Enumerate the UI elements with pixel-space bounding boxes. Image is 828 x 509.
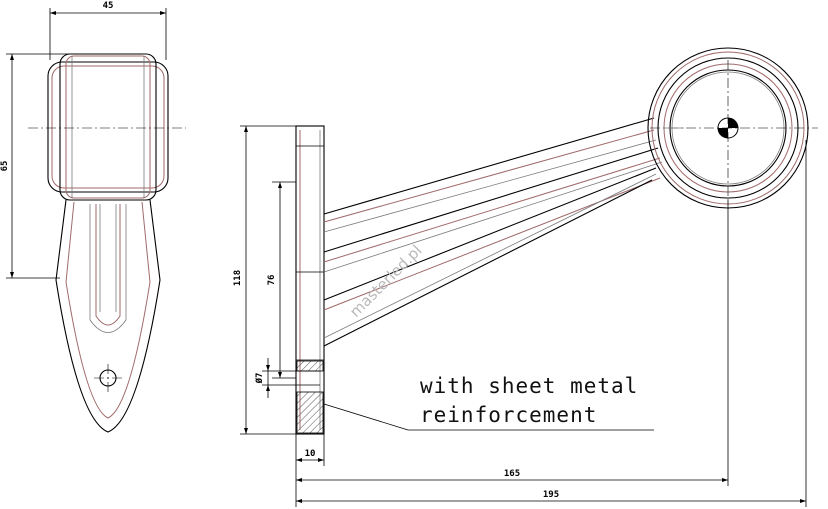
note-line-2: reinforcement <box>420 403 597 427</box>
dim-hole-label: Ø7 <box>254 373 265 385</box>
dim-195-label: 195 <box>543 490 559 500</box>
dim-165-label: 165 <box>504 469 520 479</box>
dim-76-label: 76 <box>267 275 277 286</box>
side-view: 118 76 Ø7 10 165 195 <box>233 47 818 507</box>
dim-65-label: 65 <box>0 161 10 172</box>
note-line-1: with sheet metal <box>420 374 638 398</box>
front-view: 45 65 <box>0 1 186 433</box>
dim-118-label: 118 <box>233 270 243 286</box>
watermark: masterled.pl <box>346 241 425 320</box>
dim-10-label: 10 <box>305 449 316 459</box>
dim-45-label: 45 <box>103 1 114 11</box>
